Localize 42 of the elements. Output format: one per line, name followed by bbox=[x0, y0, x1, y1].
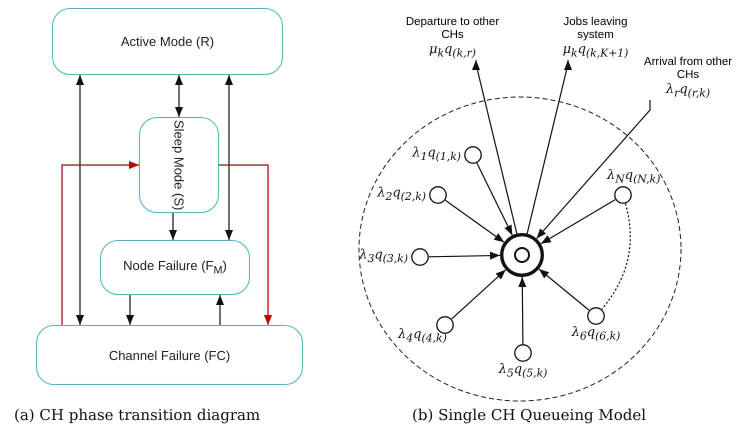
flow-label: Arrival from other CHs bbox=[642, 56, 734, 82]
state-label: Node Failure (F$_{M}$) bbox=[123, 258, 227, 277]
state-label: Active Mode (R) bbox=[120, 34, 214, 49]
arrow bbox=[169, 213, 177, 240]
state-box bbox=[100, 240, 250, 295]
state-box bbox=[139, 117, 219, 213]
arrow bbox=[526, 60, 572, 234]
state-box bbox=[36, 325, 303, 385]
arrow bbox=[451, 269, 506, 320]
state-label: Sleep Mode (S) bbox=[172, 120, 186, 210]
arrow bbox=[175, 75, 183, 117]
figure-caption: (b) Single CH Queueing Model bbox=[412, 406, 646, 424]
arrow bbox=[540, 199, 616, 244]
state-box bbox=[52, 8, 283, 75]
arrow bbox=[476, 162, 513, 236]
arrow bbox=[61, 161, 139, 325]
rate-label: μ$_{k}$q$_{(k,r)}$ bbox=[429, 42, 476, 60]
arrow bbox=[472, 60, 518, 234]
arrow bbox=[76, 75, 84, 325]
arrow bbox=[126, 295, 134, 325]
arrow bbox=[518, 277, 526, 344]
rate-label: λ$_{5}$q$_{(5,k)}$ bbox=[498, 362, 548, 380]
arrow bbox=[428, 252, 500, 260]
figure-caption: (a) CH phase transition diagram bbox=[14, 406, 260, 424]
connector-line bbox=[601, 204, 631, 310]
arrow bbox=[225, 75, 233, 240]
state-label: Channel Failure (FC) bbox=[108, 348, 230, 362]
rate-label: λ$_{4}$q$_{(4,k)}$ bbox=[398, 326, 447, 344]
arrow bbox=[444, 200, 504, 243]
rate-label: λ$_{1}$q$_{(1,k)}$ bbox=[412, 145, 461, 163]
rate-label: λ$_{6}$q$_{(6,k)}$ bbox=[572, 325, 620, 343]
flow-label: Departure to other CHs bbox=[404, 16, 500, 42]
flow-label: Jobs leaving system bbox=[562, 16, 628, 42]
arrow bbox=[216, 295, 224, 325]
rate-label: λ$_{r}$q$_{(r,k)}$ bbox=[666, 82, 710, 100]
arrow bbox=[536, 100, 651, 239]
rate-label: μ$_{k}$q$_{(k,K+1)}$ bbox=[562, 42, 628, 60]
rate-label: λ$_{N}$q$_{(N,k)}$ bbox=[607, 168, 660, 186]
rate-label: λ$_{3}$q$_{(3,k)}$ bbox=[359, 247, 408, 265]
arrow bbox=[538, 268, 590, 311]
rate-label: λ$_{2}$q$_{(2,k)}$ bbox=[377, 185, 426, 203]
arrow bbox=[219, 164, 272, 325]
